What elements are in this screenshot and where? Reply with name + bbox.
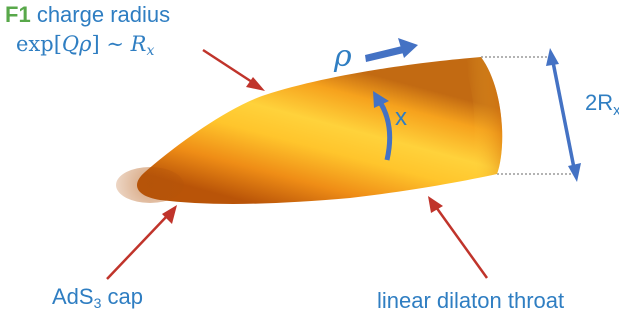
ads-subscript: 3 bbox=[93, 295, 102, 311]
exp-prefix: exp[ bbox=[16, 32, 62, 56]
ads3-cap-label: AdS3 cap bbox=[52, 284, 143, 311]
rho-direction-arrow bbox=[365, 38, 418, 62]
rho-label: ρ bbox=[334, 39, 352, 74]
linear-dilaton-throat-label: linear dilaton throat bbox=[377, 288, 565, 313]
arrow-to-ads3-cap bbox=[106, 205, 177, 280]
cigar-end-shading bbox=[462, 57, 503, 180]
ads-prefix: AdS bbox=[52, 284, 94, 309]
arrow-to-throat bbox=[428, 196, 489, 279]
f1-charge-radius-label: F1 charge radius bbox=[5, 2, 170, 28]
exp-suffix: ] ∼ bbox=[91, 32, 131, 56]
exp-relation-label: exp[Qρ] ∼ Rx bbox=[16, 32, 154, 59]
cigar-tip-shading bbox=[116, 167, 184, 203]
diameter-subscript: x bbox=[613, 102, 619, 119]
ads-suffix: cap bbox=[101, 284, 143, 309]
f1-tag: F1 bbox=[5, 2, 31, 27]
exp-r-subscript: x bbox=[146, 43, 155, 59]
arrow-to-charge-radius bbox=[202, 48, 265, 91]
charge-radius-text: charge radius bbox=[36, 2, 171, 27]
x-label: x bbox=[395, 104, 407, 131]
diameter-double-arrow bbox=[546, 48, 581, 182]
diameter-label: 2Rx bbox=[585, 90, 619, 119]
exp-rho: ρ bbox=[79, 32, 92, 56]
exp-r: R bbox=[130, 32, 147, 56]
x-angular-arrow bbox=[373, 91, 393, 161]
cigar-body bbox=[137, 57, 503, 204]
diameter-2r: 2R bbox=[585, 90, 614, 115]
exp-q: Q bbox=[61, 32, 80, 56]
